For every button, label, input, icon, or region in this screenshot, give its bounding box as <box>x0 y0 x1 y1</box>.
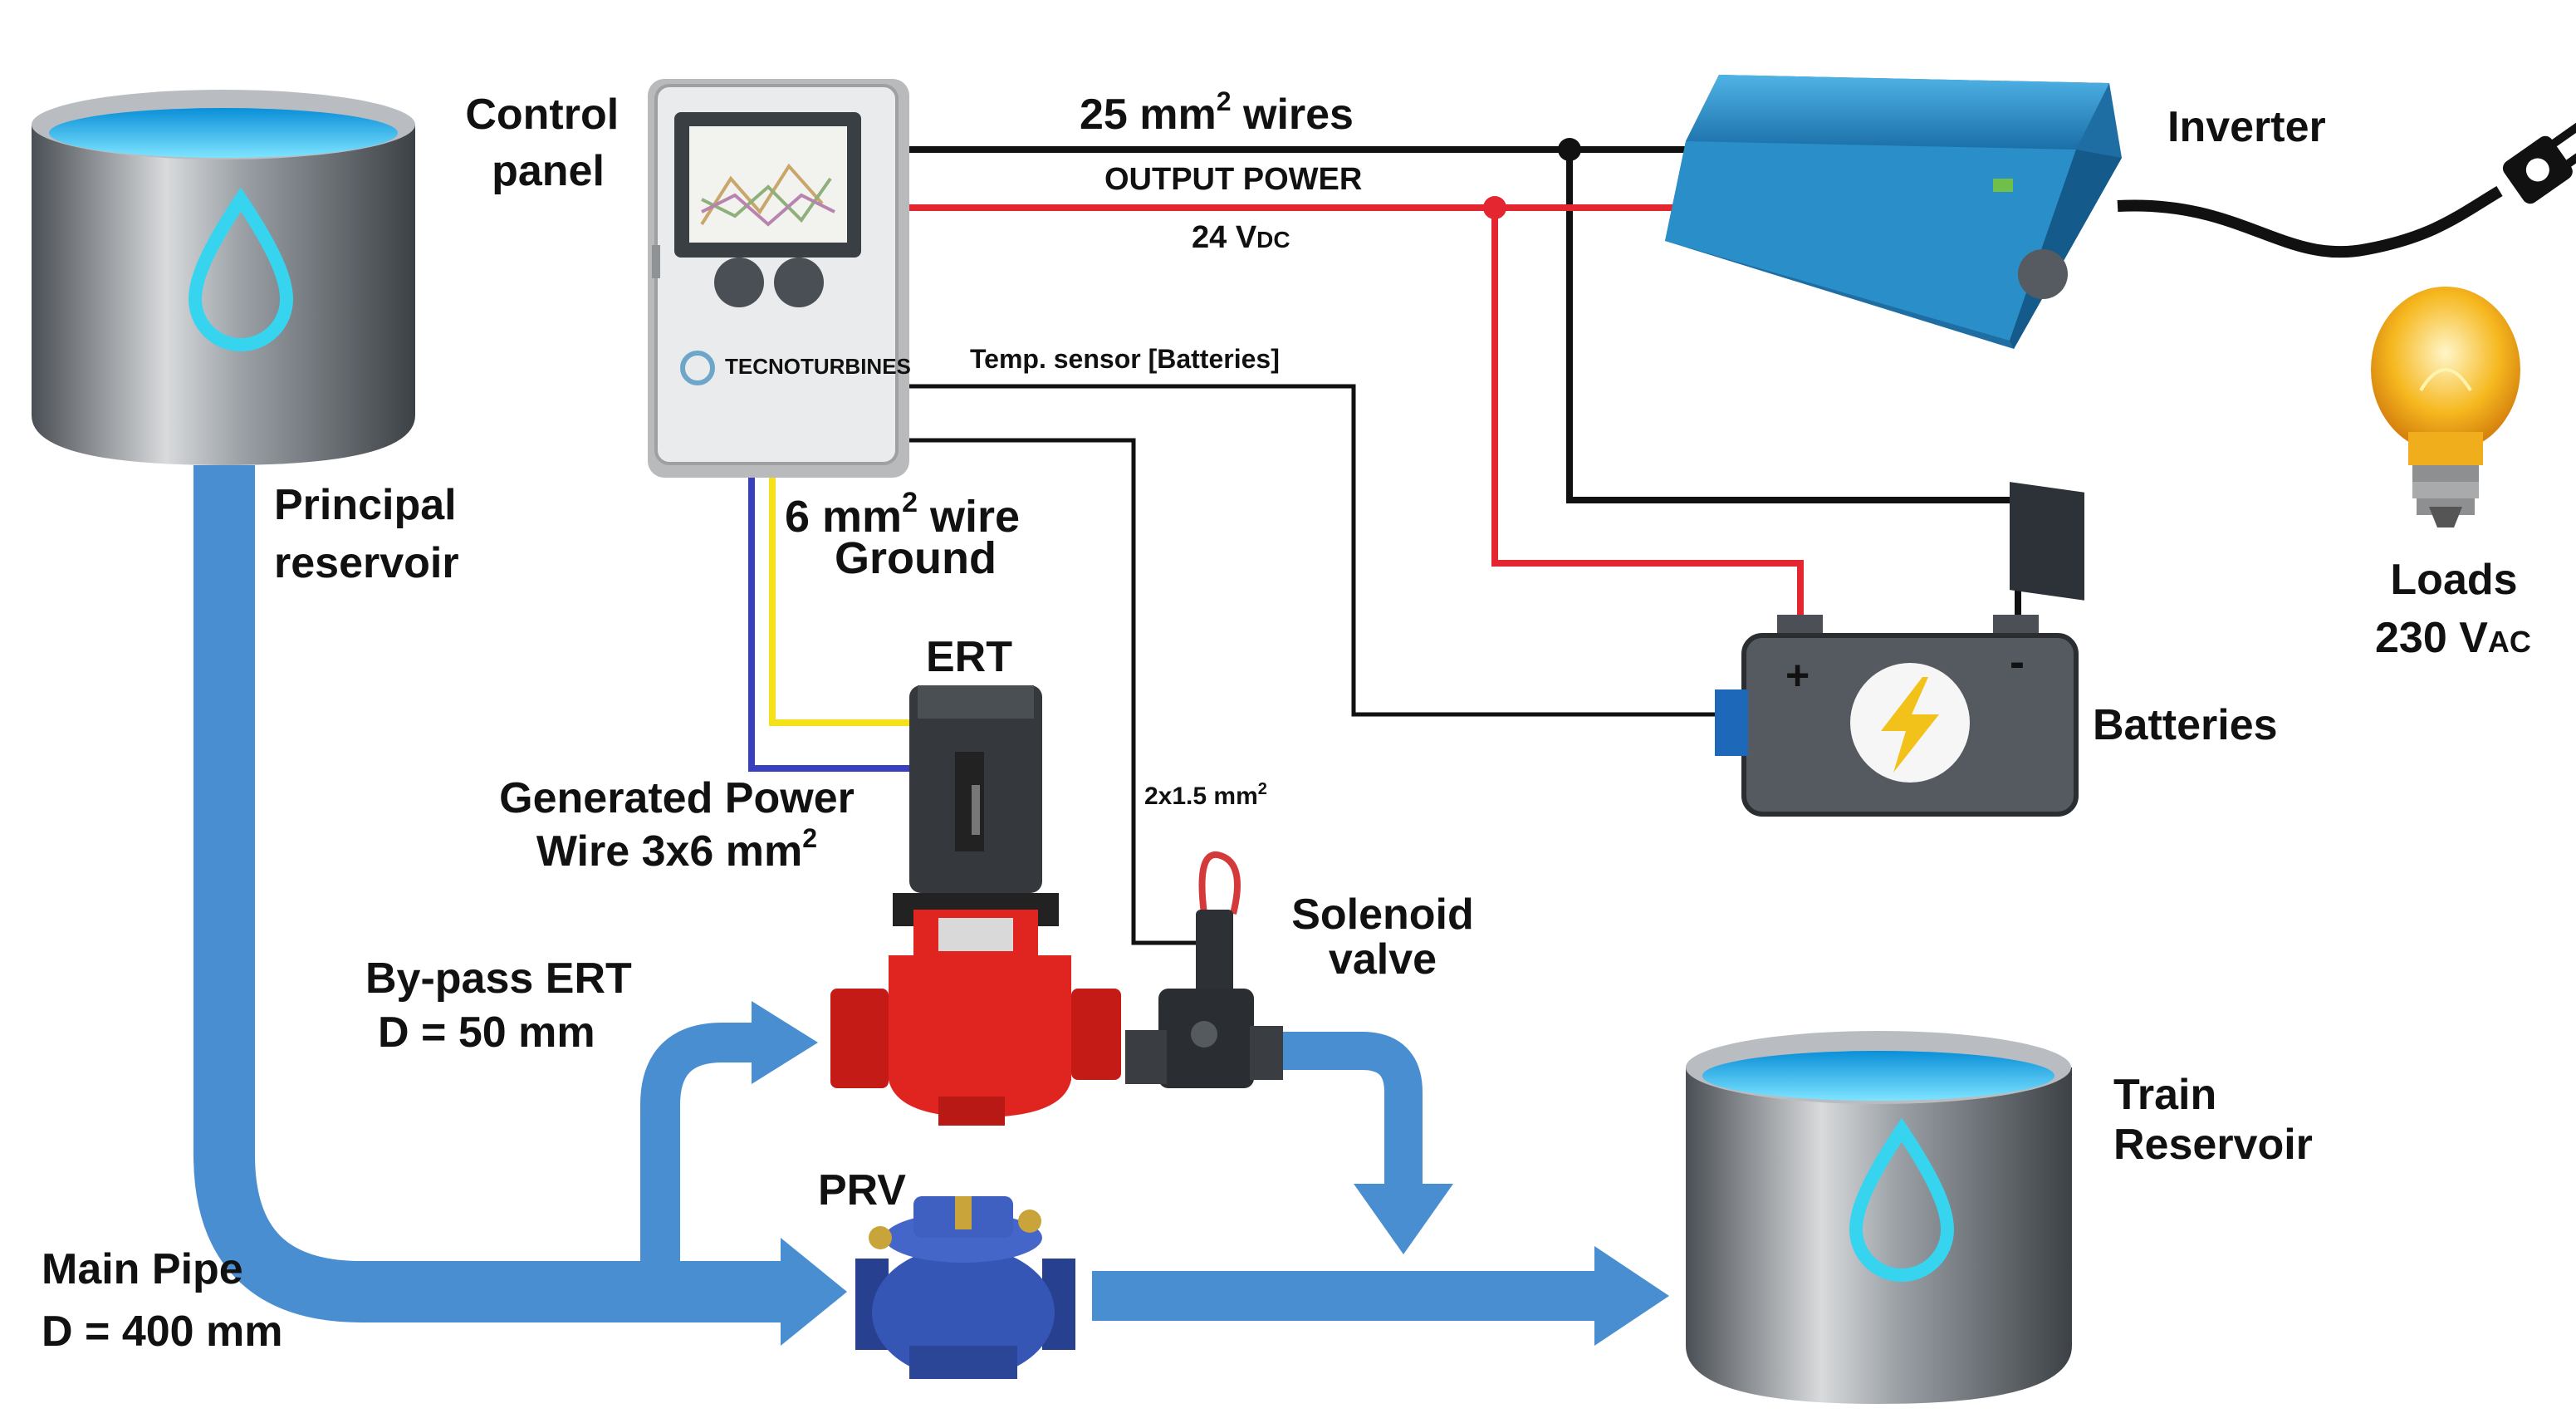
principal-reservoir <box>32 90 415 465</box>
water-drop-icon <box>1849 1117 1955 1282</box>
water-pipes <box>193 465 1669 1346</box>
control-panel-label-line1: Control <box>465 91 619 139</box>
battery-plus-label: + <box>1785 652 1810 699</box>
solenoid-valve-label-line1: Solenoid <box>1291 891 1474 939</box>
junction-positive <box>1483 196 1506 219</box>
output-power-label: OUTPUT POWER <box>1104 162 1362 197</box>
plug-icon <box>2502 121 2576 204</box>
wire-blue <box>748 478 909 772</box>
svg-text:Control panel: Control panel <box>465 91 630 195</box>
panel-knob-right <box>774 258 824 307</box>
loads-label: Loads <box>2390 556 2517 604</box>
wires-25-label: 25 mm2 wires <box>1080 86 1354 139</box>
wire-dc-positive-battery <box>1491 208 1804 619</box>
lightning-bolt-icon <box>1881 677 1939 773</box>
bypass-arrow <box>752 1001 818 1084</box>
solenoid-valve <box>1125 851 1283 1088</box>
prv-valve <box>855 1196 1075 1379</box>
control-panel-label-line2: panel <box>492 147 605 195</box>
prv-outlet-arrow <box>1594 1246 1669 1346</box>
prv-label: PRV <box>818 1166 906 1214</box>
inverter <box>1665 75 2122 601</box>
main-pipe-label-line1: Main Pipe <box>42 1245 243 1293</box>
train-reservoir <box>1686 1031 2072 1404</box>
wire-yellow <box>769 478 909 726</box>
wire-temp-sensor <box>909 384 1723 717</box>
text-labels: Control panel 25 mm2 wires OUTPUT POWER … <box>42 86 2531 1356</box>
generated-power-label-line2: Wire 3x6 mm2 <box>536 823 817 876</box>
ground-label: Ground <box>835 533 997 583</box>
panel-knob-left <box>714 258 764 307</box>
wires <box>748 138 2021 945</box>
principal-reservoir-label-line1: Principal <box>274 481 457 529</box>
batteries-label: Batteries <box>2093 701 2278 749</box>
inverter-label: Inverter <box>2167 103 2326 151</box>
control-panel: TECNOTURBINES <box>648 79 911 478</box>
wire-solenoid-control <box>909 438 1200 945</box>
train-reservoir-label-line1: Train <box>2113 1071 2216 1119</box>
train-reservoir-label-line2: Reservoir <box>2113 1121 2313 1169</box>
wire-6-label: 6 mm2 wire <box>785 487 1020 542</box>
principal-reservoir-label-line2: reservoir <box>274 539 459 587</box>
solenoid-valve-label-line2: valve <box>1329 935 1437 984</box>
main-pipe-label-line2: D = 400 mm <box>42 1308 283 1356</box>
junction-negative <box>1558 138 1581 161</box>
solenoid-outlet-arrow <box>1354 1184 1453 1254</box>
panel-brand: TECNOTURBINES <box>725 354 911 379</box>
ert-label: ERT <box>926 633 1012 681</box>
temp-sensor-label: Temp. sensor [Batteries] <box>970 344 1280 374</box>
bypass-label-line2: D = 50 mm <box>378 1008 595 1057</box>
loads-voltage-label: 230 VAC <box>2375 614 2531 662</box>
svg-text:Principal reservoir: Principal reservoir <box>274 481 468 587</box>
generated-power-label-line1: Generated Power <box>499 774 855 822</box>
solenoid-outlet-pipe <box>1254 1032 1423 1188</box>
main-pipe <box>193 465 789 1322</box>
battery: + - <box>1715 615 2079 817</box>
inverter-output-cable <box>2117 185 2503 258</box>
water-drop-icon <box>188 187 294 351</box>
bypass-label-line1: By-pass ERT <box>365 954 632 1003</box>
cable-2x15-label: 2x1.5 mm2 <box>1144 780 1267 810</box>
battery-minus-label: - <box>2010 637 2025 687</box>
main-pipe-arrow <box>781 1238 847 1346</box>
ert-turbine <box>830 685 1121 1126</box>
light-bulb-icon <box>2371 287 2520 527</box>
bypass-pipe <box>640 1023 760 1292</box>
voltage-dc-label: 24 VDC <box>1192 220 1290 255</box>
